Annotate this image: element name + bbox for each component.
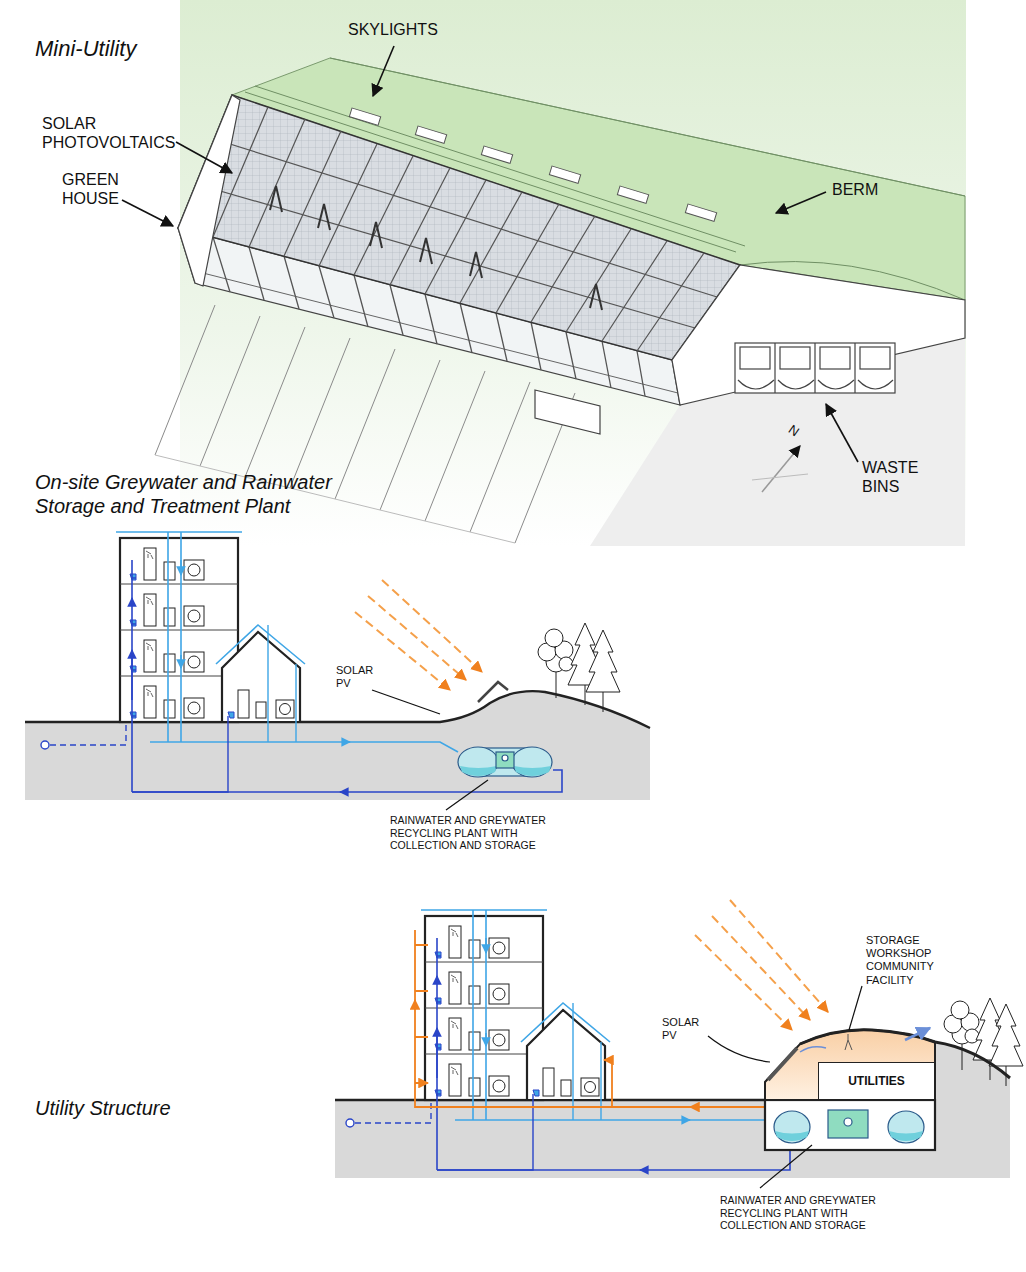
callout-label: SOLAR PV — [336, 664, 381, 690]
section-heading: On-site Greywater and Rainwater Storage … — [35, 470, 365, 518]
callout-label: WASTE BINS — [862, 458, 942, 496]
callout-label: RAINWATER AND GREYWATER RECYCLING PLANT … — [720, 1194, 900, 1232]
callout-label: SOLAR PV — [662, 1016, 707, 1042]
callout-label: STORAGE WORKSHOP COMMUNITY FACILITY — [866, 934, 946, 987]
callout-label: GREEN HOUSE — [62, 170, 132, 208]
callout-label: SKYLIGHTS — [348, 20, 468, 39]
callout-label: RAINWATER AND GREYWATER RECYCLING PLANT … — [390, 814, 570, 852]
box-label: UTILITIES — [848, 1074, 905, 1088]
callout-label: SOLAR PHOTOVOLTAICS — [42, 114, 182, 152]
utilities-box: UTILITIES — [818, 1062, 935, 1100]
section-heading: Mini-Utility — [35, 36, 295, 62]
section-heading: Utility Structure — [35, 1096, 255, 1120]
callout-label: BERM — [832, 180, 912, 199]
